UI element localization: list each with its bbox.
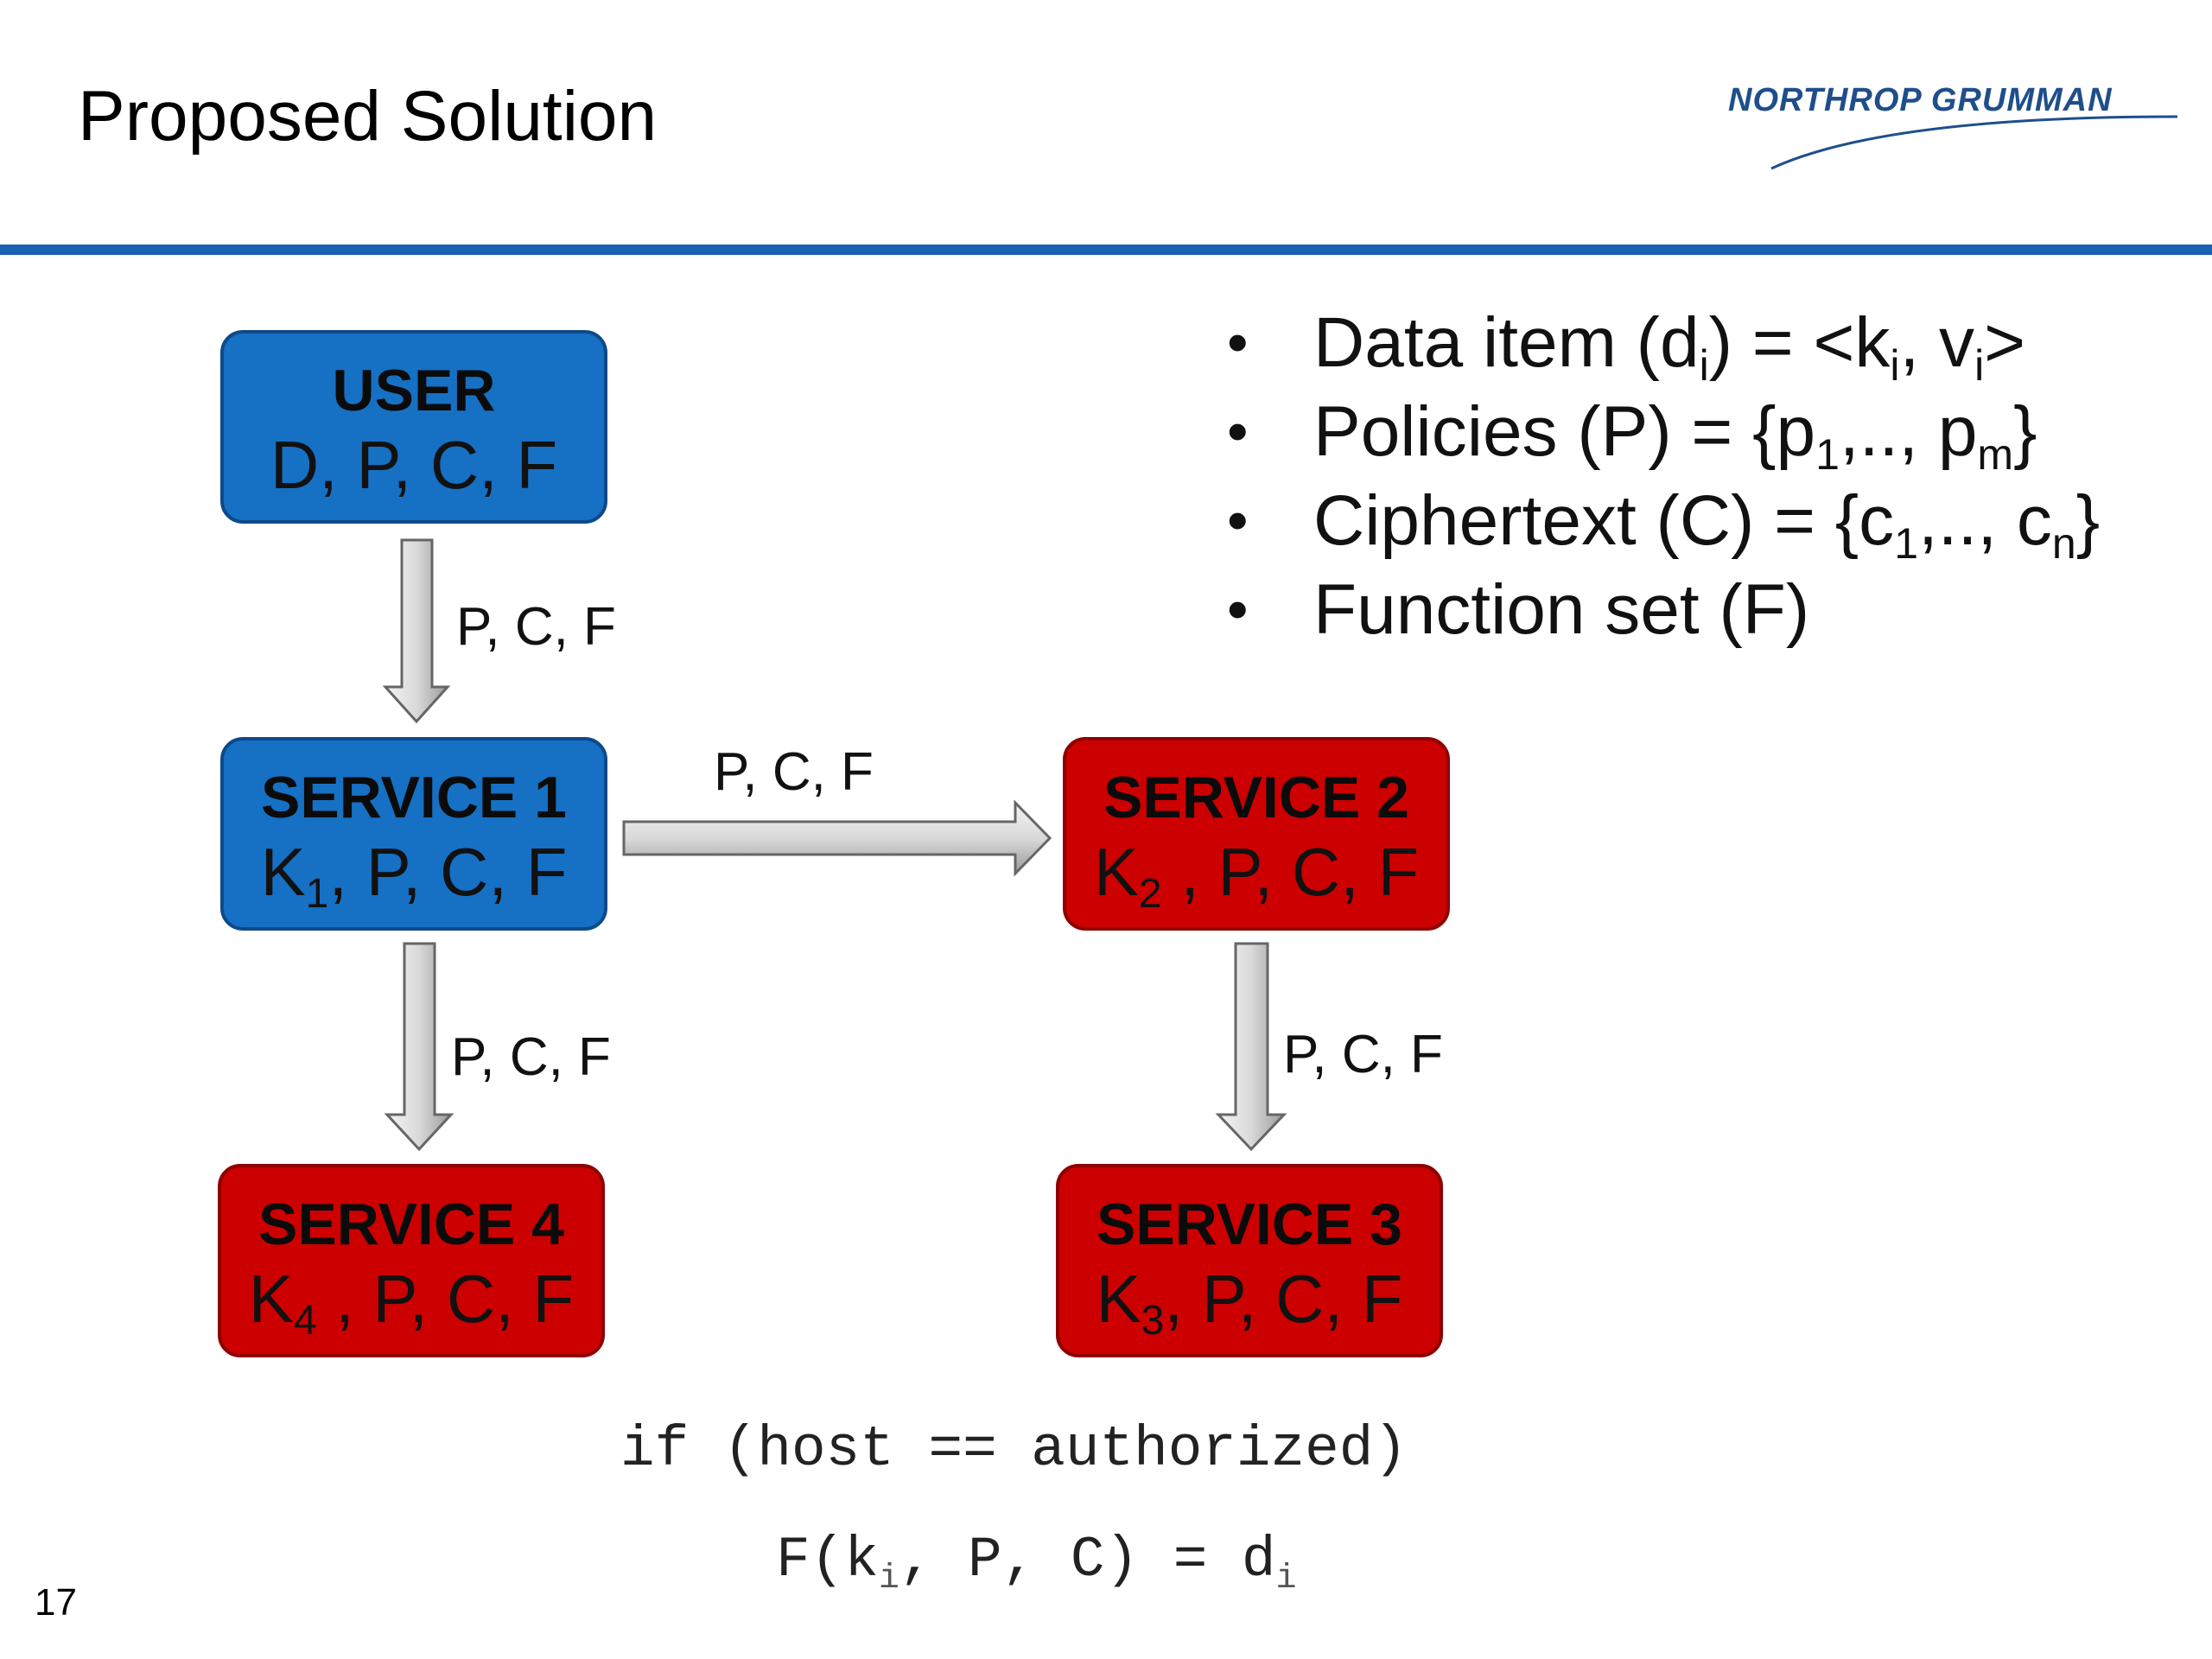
code-function: F(ki, P, C) = di <box>776 1528 1297 1599</box>
arrow-service1-to-service4 <box>384 942 454 1152</box>
bullet-ciphertext: Ciphertext (C) = {c1,.., cn} <box>1218 476 2100 565</box>
arrow-service2-to-service3 <box>1215 942 1287 1152</box>
definitions-list: Data item (di) = <ki, vi> Policies (P) =… <box>1218 298 2100 654</box>
node-user: USER D, P, C, F <box>220 330 607 524</box>
node-service2-name: SERVICE 2 <box>1103 765 1409 830</box>
node-service4-params: K4 , P, C, F <box>248 1261 575 1344</box>
page-number: 17 <box>35 1581 77 1624</box>
node-service3: SERVICE 3 K3, P, C, F <box>1056 1164 1443 1357</box>
bullet-policies: Policies (P) = {p1,.., pm} <box>1218 387 2100 476</box>
logo-swoosh-icon <box>1770 115 2177 170</box>
node-service4: SERVICE 4 K4 , P, C, F <box>218 1164 605 1357</box>
slide-title: Proposed Solution <box>78 77 658 156</box>
arrow-service1-to-service2 <box>622 799 1052 877</box>
header-rule <box>0 245 2212 255</box>
node-user-name: USER <box>332 358 496 423</box>
logo-text: NORTHROP GRUMMAN <box>1728 82 2113 118</box>
node-service3-params: K3, P, C, F <box>1096 1261 1403 1344</box>
bullet-data-item: Data item (di) = <ki, vi> <box>1218 298 2100 387</box>
edge-label-service2-to-service3: P, C, F <box>1283 1025 1443 1084</box>
node-user-params: D, P, C, F <box>270 427 558 503</box>
edge-label-service1-to-service2: P, C, F <box>714 742 874 802</box>
node-service1: SERVICE 1 K1, P, C, F <box>220 737 607 931</box>
edge-label-user-to-service1: P, C, F <box>456 597 616 657</box>
node-service4-name: SERVICE 4 <box>257 1192 564 1257</box>
northrop-grumman-logo: NORTHROP GRUMMAN <box>1728 82 2177 177</box>
arrow-user-to-service1 <box>382 538 451 724</box>
node-service3-name: SERVICE 3 <box>1096 1192 1402 1257</box>
bullet-function-set: Function set (F) <box>1218 565 2100 654</box>
node-service2: SERVICE 2 K2 , P, C, F <box>1063 737 1450 931</box>
edge-label-service1-to-service4: P, C, F <box>451 1027 611 1087</box>
node-service1-params: K1, P, C, F <box>260 834 568 917</box>
code-condition: if (host == authorized) <box>620 1417 1408 1482</box>
node-service2-params: K2 , P, C, F <box>1093 834 1420 917</box>
node-service1-name: SERVICE 1 <box>260 765 567 830</box>
